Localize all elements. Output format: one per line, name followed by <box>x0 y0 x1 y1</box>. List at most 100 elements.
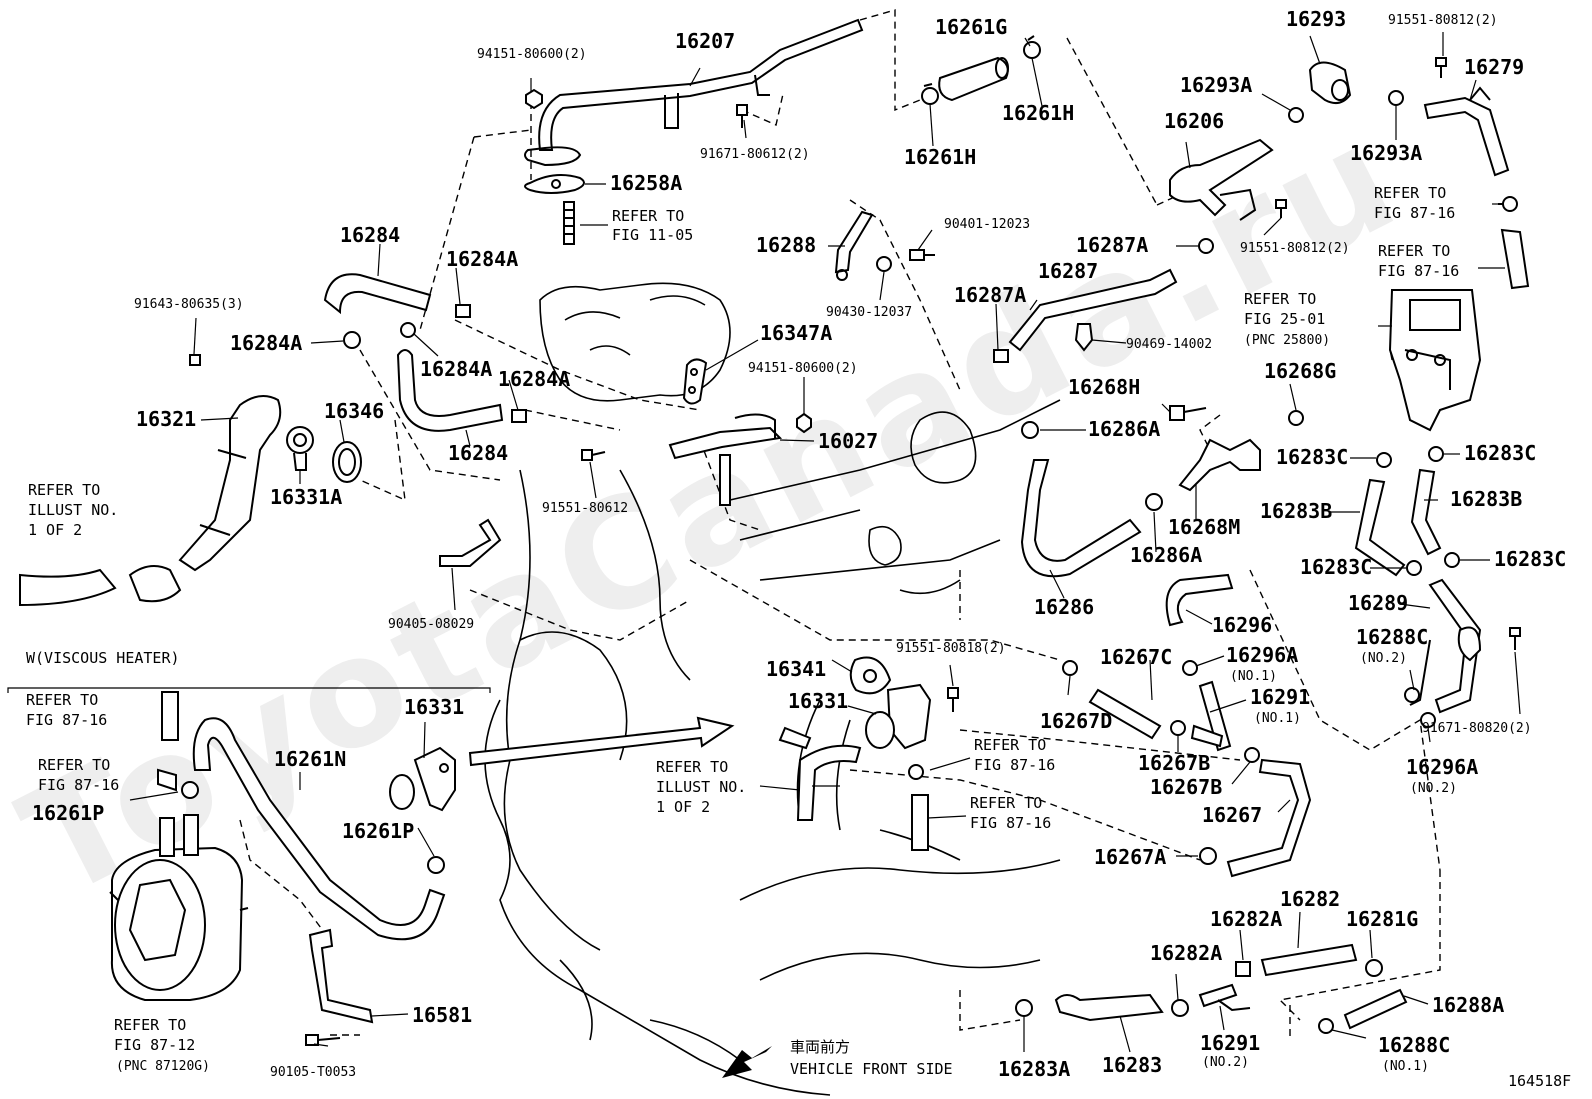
ref-fig-87-16-c-line1: REFER TO <box>974 736 1046 754</box>
pipe-16279 <box>1423 86 1510 177</box>
housing-16331-left <box>389 746 456 812</box>
bolt-90401 <box>909 249 935 261</box>
label-91671-80612: 91671-80612(2) <box>700 147 810 162</box>
flow-arrow <box>468 716 735 767</box>
label-16284A-d: 16284A <box>498 367 570 391</box>
front-direction-jp: 車両前方 <box>790 1038 850 1056</box>
clip-16283C-c <box>1406 560 1422 576</box>
ref-pnc-87120G: (PNC 87120G) <box>116 1059 210 1074</box>
hose-16291-no1 <box>1190 680 1232 752</box>
hose-16291-no2 <box>1198 983 1251 1012</box>
ref-fig-11-05-line2: FIG 11-05 <box>612 226 693 244</box>
clip-16267A <box>1199 847 1217 865</box>
clip-16261P-b <box>427 856 445 874</box>
ref-illust-b-line1: REFER TO <box>656 758 728 776</box>
label-16283C-c: 16283C <box>1300 555 1372 579</box>
label-16291-no2-sub: (NO.2) <box>1202 1055 1249 1070</box>
label-16267B-b: 16267B <box>1150 775 1222 799</box>
clip-16281G <box>1365 959 1383 977</box>
label-16287A-b: 16287A <box>954 283 1026 307</box>
label-16331A: 16331A <box>270 485 342 509</box>
pipe-16268M <box>1178 438 1261 492</box>
label-16207: 16207 <box>675 29 735 53</box>
label-90430-12037: 90430-12037 <box>826 305 912 320</box>
bolt-91551-mid <box>1275 199 1287 218</box>
pipe-90405 <box>439 518 502 567</box>
label-16284A-b: 16284A <box>230 331 302 355</box>
section-viscous-heater: W(VISCOUS HEATER) <box>26 649 180 667</box>
clip-ref-87-16-f <box>157 768 177 792</box>
hose-ref-illust-a <box>19 568 117 607</box>
clip-16284A-c <box>400 322 416 338</box>
label-91551-80812-mid: 91551-80812(2) <box>1240 241 1350 256</box>
ref-fig-87-12-line1: REFER TO <box>114 1016 186 1034</box>
clip-16288C-no2 <box>1404 687 1420 703</box>
clip-16283C-b <box>1428 446 1444 462</box>
ref-fig-87-12-line2: FIG 87-12 <box>114 1036 195 1054</box>
label-94151-80600-a: 94151-80600(2) <box>477 47 587 62</box>
bolt-91671-80820 <box>1509 627 1521 650</box>
label-16268H: 16268H <box>1068 375 1140 399</box>
label-16267B-a: 16267B <box>1138 751 1210 775</box>
bolt-91643 <box>189 354 201 366</box>
clip-90430 <box>876 256 892 272</box>
label-16283: 16283 <box>1102 1053 1162 1077</box>
clip-16284A-a <box>343 331 361 349</box>
ref-fig-25-01-line2: FIG 25-01 <box>1244 310 1325 328</box>
clip-90469 <box>1074 323 1094 352</box>
label-90405-08029: 90405-08029 <box>388 617 474 632</box>
clip-16284A-b <box>455 304 471 318</box>
clip-16282A-a <box>1235 961 1251 977</box>
label-16281G: 16281G <box>1346 907 1418 931</box>
ref-fig-87-16-b-line1: REFER TO <box>1378 242 1450 260</box>
hose-16267C <box>1088 688 1162 740</box>
hose-ref-illust-b <box>796 744 862 821</box>
label-16261H-b: 16261H <box>904 145 976 169</box>
clip-16287A-a <box>1198 238 1214 254</box>
clip-16293A-a <box>1288 107 1304 123</box>
hose-ref-87-16-b <box>1500 228 1530 290</box>
ref-fig-87-16-d-line2: FIG 87-16 <box>970 814 1051 832</box>
hose-16283B-a <box>1354 478 1406 577</box>
assembly-dashed-lines <box>239 9 1441 1040</box>
label-16581: 16581 <box>412 1003 472 1027</box>
label-16282: 16282 <box>1280 887 1340 911</box>
label-16268M: 16268M <box>1168 515 1240 539</box>
ref-illust-a-line1: REFER TO <box>28 481 100 499</box>
bolt-91671-a <box>736 104 748 128</box>
ref-fig-25-01-line1: REFER TO <box>1244 290 1316 308</box>
ref-fig-87-16-e-line2: FIG 87-16 <box>26 711 107 729</box>
clip-16284A-d <box>511 409 527 423</box>
hose-16284-lower <box>396 349 504 432</box>
label-16347A: 16347A <box>760 321 832 345</box>
ref-fig-87-16-c-line2: FIG 87-16 <box>974 756 1055 774</box>
label-16261H-a: 16261H <box>1002 101 1074 125</box>
label-16331-left: 16331 <box>404 695 464 719</box>
label-16291-no1-sub: (NO.1) <box>1254 711 1301 726</box>
label-16296A-no2-sub: (NO.2) <box>1410 781 1457 796</box>
label-16282A-b: 16282A <box>1150 941 1222 965</box>
label-16283C-b: 16283C <box>1464 441 1536 465</box>
label-94151-80600-b: 94151-80600(2) <box>748 361 858 376</box>
clip-16282A-b <box>1171 999 1189 1017</box>
label-90401-12023: 90401-12023 <box>944 217 1030 232</box>
clip-16293A-b <box>1388 90 1404 106</box>
clip-16283C-d <box>1444 552 1460 568</box>
label-16284-b: 16284 <box>448 441 508 465</box>
label-91671-80820: 91671-80820(2) <box>1422 721 1532 736</box>
ref-fig-87-16-f-line2: FIG 87-16 <box>38 776 119 794</box>
nut-94151-b <box>796 412 812 434</box>
clip-16296A-no2 <box>1420 712 1436 728</box>
gasket-16258A <box>524 173 585 194</box>
bolt-91551-80612 <box>581 449 606 461</box>
label-16286: 16286 <box>1034 595 1094 619</box>
clip-ref-87-16-c <box>908 764 924 780</box>
viscous-heater-frame <box>7 687 491 693</box>
label-16261P-a: 16261P <box>32 801 104 825</box>
hose-16296 <box>1165 573 1234 627</box>
hose-16283B-b <box>1410 468 1442 556</box>
clip-16287A-b <box>993 349 1009 363</box>
ref-illust-b-line3: 1 OF 2 <box>656 798 710 816</box>
